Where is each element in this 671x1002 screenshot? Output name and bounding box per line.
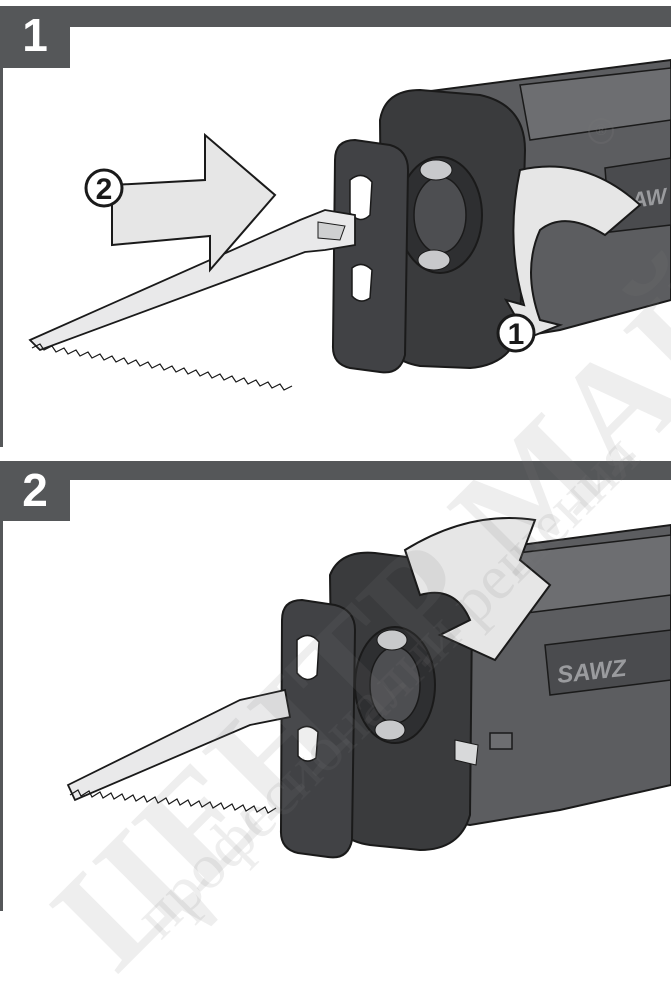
brand-plate — [544, 629, 671, 696]
step-2-left-rule — [0, 480, 3, 911]
insert-direction-arrow — [111, 132, 277, 273]
step-1-number: 1 — [0, 6, 70, 68]
release-collar-arrow — [403, 517, 552, 662]
saw-blade — [66, 688, 292, 802]
step-2-panel: SAWZ 2 — [0, 455, 671, 911]
step-2-header-bar — [0, 461, 671, 480]
step-1-illustration: SAW 2 1 — [28, 58, 671, 391]
adjustable-shoe — [279, 598, 357, 859]
callout-blade: 2 — [84, 168, 124, 208]
step-1-left-rule — [0, 27, 3, 447]
step-2-number: 2 — [0, 461, 70, 521]
adjustable-shoe — [331, 138, 410, 374]
callout-collar-number: 1 — [508, 318, 525, 351]
step-1-panel: SAW 2 1 1 — [0, 0, 671, 455]
rotate-collar-arrow — [503, 165, 642, 340]
saw-blade — [28, 209, 356, 352]
step-2-illustration: SAWZ — [66, 517, 671, 859]
registered-trademark-icon: ® — [588, 118, 614, 144]
callout-collar: 1 — [496, 313, 536, 353]
step-1-header-bar — [0, 6, 671, 27]
callout-blade-number: 2 — [96, 173, 113, 206]
